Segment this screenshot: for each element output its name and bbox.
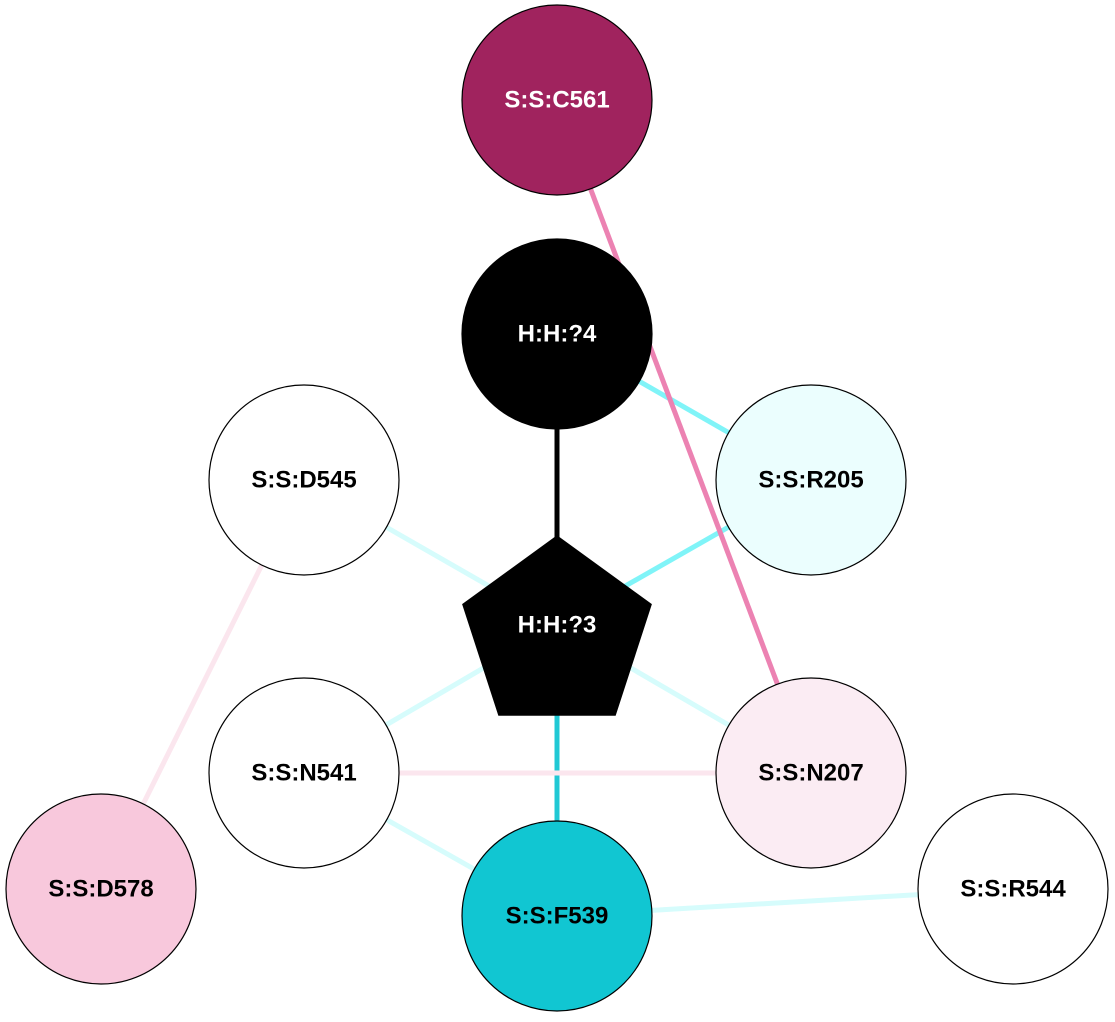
node-h3[interactable]: H:H:?3 (462, 535, 652, 716)
node-label-r544: S:S:R544 (960, 876, 1066, 903)
node-n541[interactable]: S:S:N541 (208, 677, 400, 869)
node-shape-h3 (462, 535, 652, 716)
node-d578[interactable]: S:S:D578 (5, 793, 197, 985)
node-r544[interactable]: S:S:R544 (917, 793, 1109, 985)
node-shape-c561 (461, 4, 653, 196)
node-r205[interactable]: S:S:R205 (715, 384, 907, 576)
node-shape-n541 (208, 677, 400, 869)
node-label-n541: S:S:N541 (251, 760, 356, 787)
edge-c561-n207 (554, 99, 814, 774)
node-shape-d545 (208, 384, 400, 576)
node-label-d578: S:S:D578 (48, 876, 153, 903)
node-label-d545: S:S:D545 (251, 467, 356, 494)
node-f539[interactable]: S:S:F539 (461, 820, 653, 1012)
node-label-r205: S:S:R205 (758, 467, 863, 494)
node-shape-r544 (917, 793, 1109, 985)
node-d545[interactable]: S:S:D545 (208, 384, 400, 576)
node-c561[interactable]: S:S:C561 (461, 4, 653, 196)
node-label-f539: S:S:F539 (506, 903, 609, 930)
node-shape-r205 (715, 384, 907, 576)
node-shape-f539 (461, 820, 653, 1012)
node-h4[interactable]: H:H:?4 (461, 238, 653, 430)
node-label-n207: S:S:N207 (758, 760, 863, 787)
node-shape-n207 (715, 677, 907, 869)
node-n207[interactable]: S:S:N207 (715, 677, 907, 869)
node-label-h4: H:H:?4 (518, 321, 597, 348)
node-label-c561: S:S:C561 (504, 87, 609, 114)
node-label-h3: H:H:?3 (518, 612, 597, 639)
node-shape-h4 (461, 238, 653, 430)
node-shape-d578 (5, 793, 197, 985)
